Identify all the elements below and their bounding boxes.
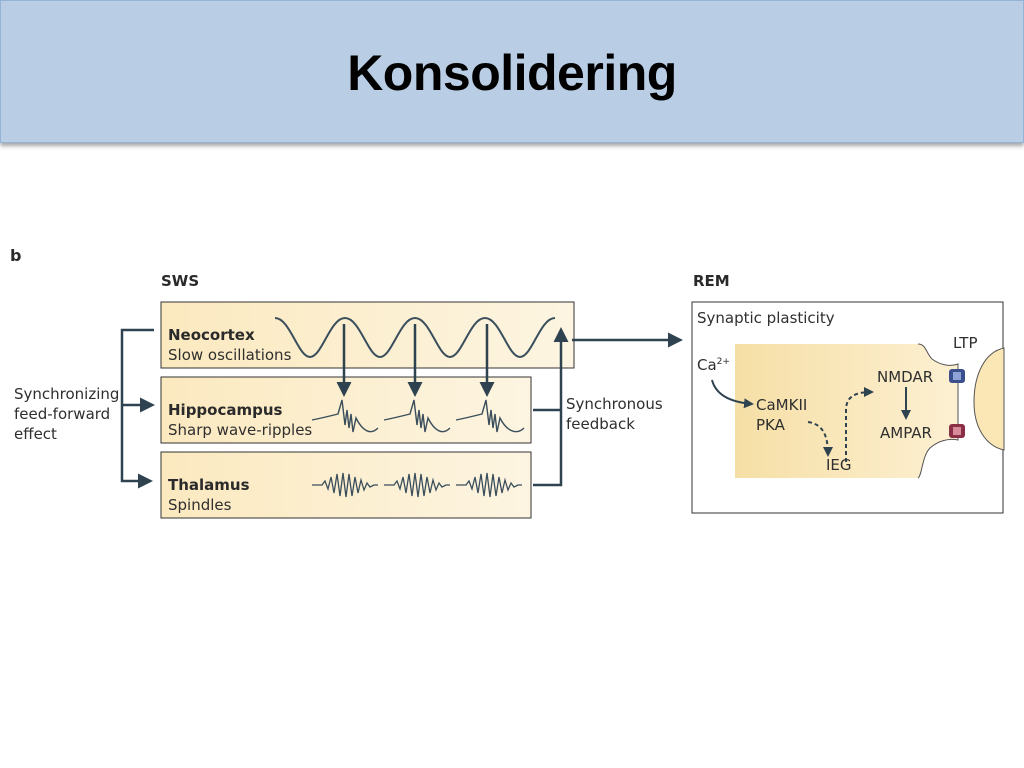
calcium-label: Ca2+	[697, 356, 730, 374]
ampar-receptor-icon	[949, 424, 965, 438]
sharp-wave-ripples	[311, 399, 525, 433]
feed-forward-label-2: feed-forward	[14, 405, 110, 423]
feed-forward-label-1: Synchronizing	[14, 385, 119, 403]
neocortex-rhythm: Slow oscillations	[168, 346, 292, 364]
neocortex-box	[160, 301, 575, 369]
sws-heading: SWS	[161, 272, 199, 290]
ltp-label: LTP	[953, 334, 978, 352]
feedback-label-2: feedback	[566, 415, 635, 433]
thalamus-box	[160, 451, 532, 519]
feed-forward-bracket	[120, 328, 155, 489]
panel-label: b	[10, 246, 21, 265]
nmdar-receptor-icon	[949, 369, 965, 383]
synchronous-feedback-bracket	[533, 327, 569, 487]
nmdar-label: NMDAR	[877, 368, 933, 386]
calcium-to-camkii-arrow	[711, 379, 754, 409]
thalamus-name: Thalamus	[168, 476, 250, 494]
pka-to-ieg-dashed-arrow	[807, 421, 833, 457]
ampar-label: AMPAR	[880, 424, 932, 442]
neocortex-to-hippocampus-arrows	[336, 324, 495, 397]
hippocampus-rhythm: Sharp wave-ripples	[168, 421, 312, 439]
feed-forward-label-3: effect	[14, 425, 57, 443]
neocortex-name: Neocortex	[168, 326, 255, 344]
title-bar	[0, 0, 1024, 143]
slide-title: Konsolidering	[347, 45, 677, 101]
camkii-label: CaMKII	[756, 396, 807, 414]
feedback-label-1: Synchronous	[566, 395, 663, 413]
presynaptic-terminal	[973, 347, 1005, 451]
ieg-to-nmdar-dashed-arrow	[845, 387, 874, 462]
ieg-label: IEG	[826, 456, 852, 474]
pka-label: PKA	[756, 416, 786, 434]
spindle-traces	[312, 472, 522, 498]
rem-box-title: Synaptic plasticity	[697, 309, 835, 327]
hippocampus-name: Hippocampus	[168, 401, 283, 419]
slow-oscillation-wave	[274, 316, 556, 359]
spine-outline	[917, 343, 959, 479]
rem-heading: REM	[693, 272, 730, 290]
thalamus-rhythm: Spindles	[168, 496, 232, 514]
